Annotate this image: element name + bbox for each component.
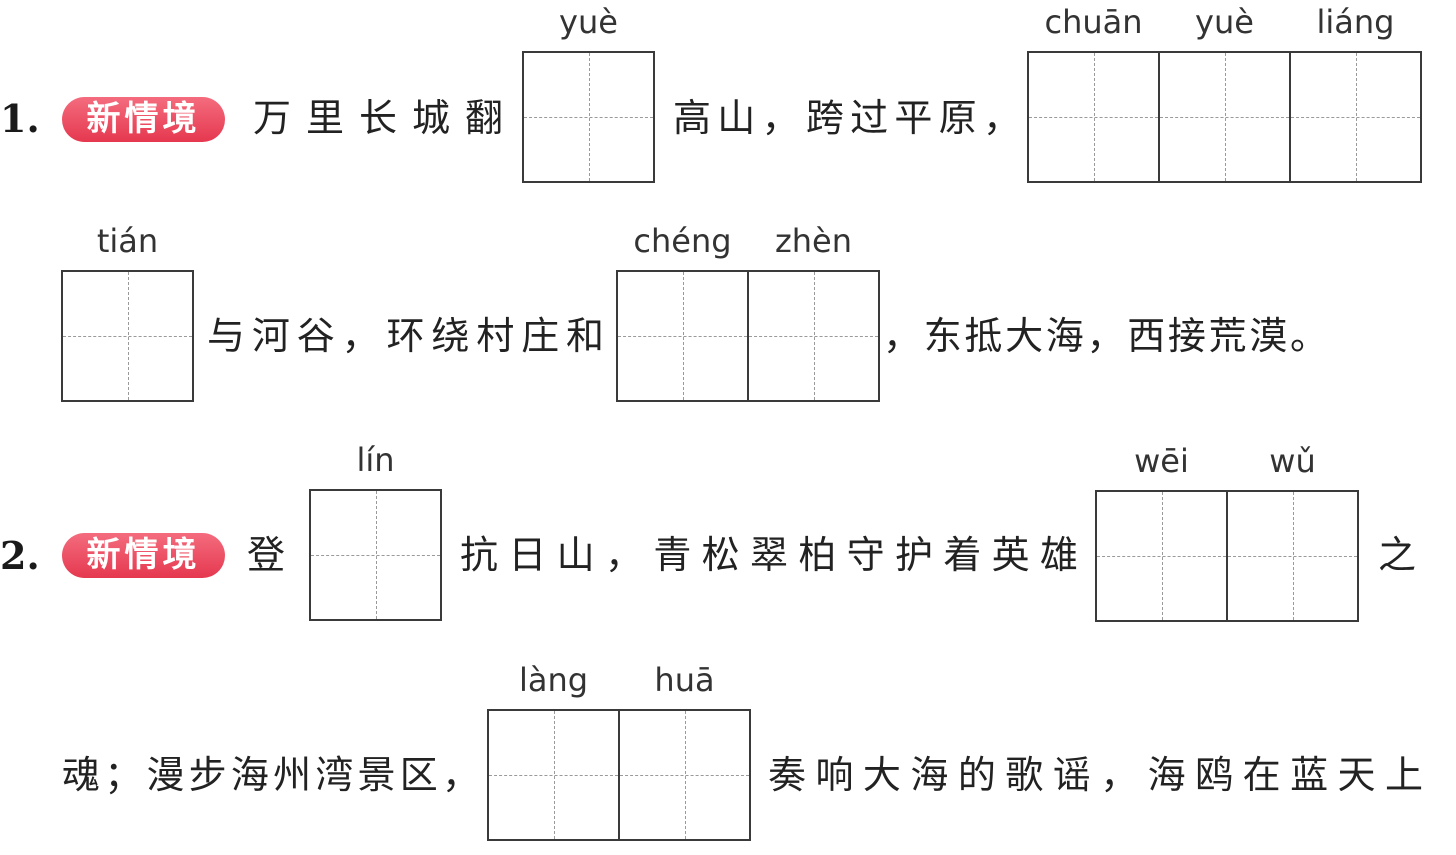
pinyin-label: chéng — [633, 222, 732, 260]
answer-cell[interactable]: lín — [311, 441, 440, 619]
answer-cell[interactable]: zhèn — [747, 222, 878, 400]
answer-cell[interactable]: tián — [63, 222, 192, 400]
pinyin-label: yuè — [559, 3, 618, 41]
pinyin-label: làng — [518, 661, 589, 699]
question-text: 奏响大海的歌谣，海鸥在蓝天上 — [768, 753, 1423, 797]
pinyin-label: wēi — [1134, 442, 1189, 480]
pinyin-label: yuè — [1195, 3, 1254, 41]
answer-box-group: chuān yuè liáng — [1027, 3, 1422, 183]
answer-box-group: chéng zhèn — [616, 222, 880, 402]
question-number: 2. — [0, 533, 40, 578]
pinyin-label: zhèn — [774, 222, 853, 260]
answer-cell[interactable]: wǔ — [1226, 442, 1357, 620]
question-text: 万里长城翻 — [253, 96, 503, 140]
pinyin-label: huā — [654, 661, 715, 699]
answer-cell[interactable]: yuè — [524, 3, 653, 181]
answer-cell[interactable]: huā — [618, 661, 749, 839]
answer-box-group: yuè — [522, 3, 655, 183]
answer-cell[interactable]: chéng — [618, 222, 747, 400]
question-text: 与河谷，环绕村庄和 — [207, 314, 604, 358]
answer-box-group: tián — [61, 222, 194, 402]
question-text: 之 — [1378, 533, 1417, 577]
answer-cell[interactable]: yuè — [1158, 3, 1289, 181]
pinyin-label: liáng — [1316, 3, 1395, 41]
question-text: 登 — [247, 533, 286, 577]
answer-box-group: làng huā — [487, 661, 751, 841]
pinyin-label: tián — [96, 222, 159, 260]
answer-cell[interactable]: chuān — [1029, 3, 1158, 181]
answer-cell[interactable]: wēi — [1097, 442, 1226, 620]
question-text: 魂；漫步海州湾景区， — [62, 753, 480, 797]
question-number: 1. — [0, 96, 40, 141]
pinyin-label: lín — [356, 441, 395, 479]
answer-box-group: lín — [309, 441, 442, 621]
pinyin-label: wǔ — [1269, 442, 1316, 480]
new-context-badge: 新情境 — [62, 97, 225, 142]
answer-cell[interactable]: làng — [489, 661, 618, 839]
answer-cell[interactable]: liáng — [1289, 3, 1420, 181]
question-text: ，东抵大海，西接荒漠。 — [883, 314, 1328, 358]
pinyin-label: chuān — [1044, 3, 1143, 41]
question-text: 高山，跨过平原， — [673, 96, 1021, 140]
new-context-badge: 新情境 — [62, 533, 225, 578]
question-text: 抗日山，青松翠柏守护着英雄 — [460, 533, 1078, 577]
answer-box-group: wēi wǔ — [1095, 442, 1359, 622]
